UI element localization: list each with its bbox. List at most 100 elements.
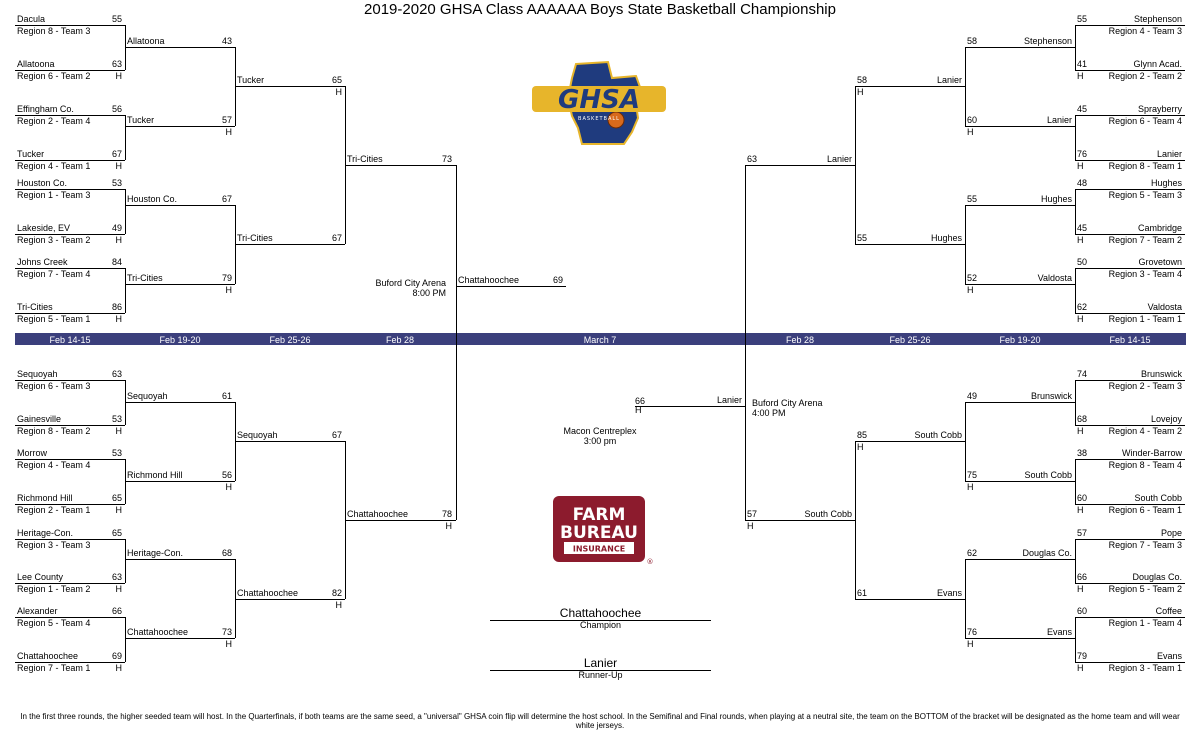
r1-score: 48 [1077,178,1088,188]
r1-team: South Cobb [1134,493,1182,503]
date-label: Feb 28 [785,335,815,345]
r1-home: H [1077,662,1084,673]
r1-score: 66 [1077,572,1088,582]
r2-score: 52 [967,273,978,283]
ghsa-logo-text: GHSA [558,85,640,115]
r1-line [15,425,125,426]
r1-team: Brunswick [1140,369,1182,379]
r2-line [965,481,1075,482]
r1-score: 63 [111,369,122,379]
r1-score: 67 [111,149,122,159]
r2-score: 76 [967,627,978,637]
r1-home: H [1077,234,1084,245]
venue-right-semi-time: 4:00 PM [752,408,786,418]
r2-line [965,47,1075,48]
r2-score: 62 [967,548,978,558]
r2-line [965,205,1075,206]
final-team-left: Chattahoochee [458,275,520,285]
r2-connector [235,559,236,638]
r1-line [15,189,125,190]
qf-team: Tri-Cities [237,233,273,243]
r1-seed: Region 3 - Team 3 [17,539,91,550]
r1-line [1075,189,1185,190]
farm-bureau-logo: FARM BUREAU INSURANCE ® [553,496,654,566]
r1-seed: Region 2 - Team 4 [17,115,91,126]
r1-score: 65 [111,493,122,503]
qf-line [855,441,965,442]
r2-connector [965,402,966,481]
date-label: Feb 28 [385,335,415,345]
r1-score: 60 [1077,493,1088,503]
r1-home: H [115,425,123,436]
r1-home: H [115,234,123,245]
r2-team: Heritage-Con. [127,548,184,558]
qf-line [235,441,345,442]
r2-team: Chattahoochee [127,627,189,637]
r2-connector [965,47,966,126]
r1-home: H [1077,160,1084,171]
venue-left-semi: Buford City Arena [375,278,446,288]
r1-team: Alexander [17,606,58,616]
r1-connector [1075,539,1076,583]
r2-score: 61 [221,391,232,401]
r1-line [15,583,125,584]
r1-team: Glynn Acad. [1133,59,1182,69]
r2-line [125,284,235,285]
r2-team: Tri-Cities [127,273,163,283]
r1-seed: Region 7 - Team 1 [17,662,91,673]
r1-score: 63 [111,59,122,69]
r2-score: 49 [967,391,978,401]
sf-connector [456,165,457,520]
qf-score: 58 [857,75,868,85]
r1-seed: Region 4 - Team 2 [1108,425,1182,436]
r1-team: Grovetown [1138,257,1182,267]
r2-team: South Cobb [1024,470,1072,480]
r2-connector [965,559,966,638]
date-label: Feb 14-15 [49,335,91,345]
r2-line [965,284,1075,285]
r2-line [965,638,1075,639]
r2-score: 73 [221,627,232,637]
r1-team: Lovejoy [1150,414,1182,424]
sf-team: Chattahoochee [347,509,409,519]
r1-team: Sprayberry [1137,104,1182,114]
r1-score: 63 [111,572,122,582]
sf-home: H [445,520,453,531]
r1-line [15,234,125,235]
r1-home: H [115,313,123,324]
qf-connector [855,441,856,599]
r1-team: Heritage-Con. [17,528,74,538]
r1-home: H [115,504,123,515]
r1-score: 50 [1077,257,1088,267]
r1-team: Tri-Cities [17,302,53,312]
qf-score: 61 [857,588,868,598]
r1-line [1075,425,1185,426]
runner-up-line [490,670,711,671]
sf-score: 73 [441,154,452,164]
runner-up-label: Runner-Up [578,670,623,680]
r1-home: H [115,160,123,171]
r1-seed: Region 4 - Team 1 [17,160,91,171]
r1-seed: Region 8 - Team 2 [17,425,91,436]
r2-score: 67 [221,194,232,204]
r1-line [15,459,125,460]
r1-team: Tucker [17,149,45,159]
qf-home: H [857,441,864,452]
r2-score: 68 [221,548,232,558]
sf-team: Tri-Cities [347,154,383,164]
r1-line [1075,160,1185,161]
qf-score: 85 [857,430,868,440]
r1-team: Lanier [1156,149,1182,159]
r1-line [15,25,125,26]
r1-line [1075,380,1185,381]
r2-score: 60 [967,115,978,125]
r1-score: 68 [1077,414,1088,424]
sf-connector [745,165,746,520]
r2-line [965,559,1075,560]
r1-team: Winder-Barrow [1121,448,1182,458]
r1-home: H [1077,70,1084,81]
r1-score: 76 [1077,149,1088,159]
r1-score: 69 [111,651,122,661]
final-line-right [635,406,745,407]
sf-line [745,520,855,521]
